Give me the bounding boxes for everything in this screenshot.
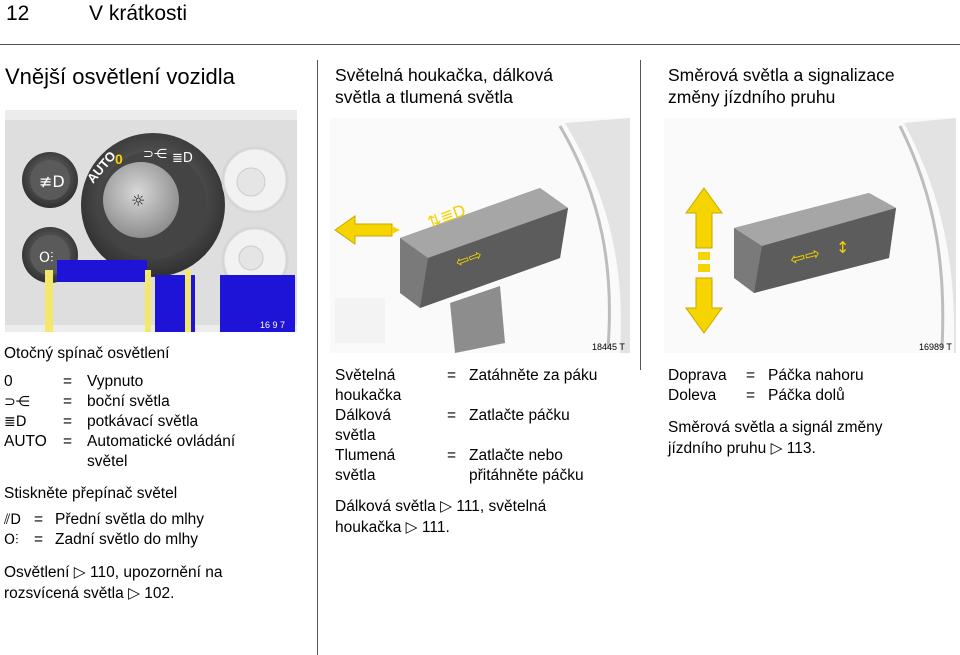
svg-text:☼: ☼ xyxy=(131,191,145,210)
page-ref-icon: ▷ xyxy=(405,518,418,536)
svg-text:16989 T: 16989 T xyxy=(919,342,952,352)
col3-title: Směrová světla a signalizace změny jízdn… xyxy=(668,65,895,107)
page-ref-icon: ▷ xyxy=(73,563,86,581)
headlight-lever-figure: ⇅≣D ⇦⇨ 18445 T xyxy=(330,118,630,353)
svg-text:O⫶: O⫶ xyxy=(39,250,54,266)
light-switch-figure: ≢D O⫶ ☼ AUTO 0 ⊃⋲ ≣D 16 9 7 xyxy=(5,110,297,332)
col2-title: Světelná houkačka, dálková světla a tlum… xyxy=(335,65,553,107)
column-divider-1 xyxy=(317,60,318,655)
svg-text:≣D: ≣D xyxy=(172,151,193,166)
svg-text:↕: ↕ xyxy=(836,238,849,257)
legend-row-auto-cont: světel xyxy=(87,453,128,470)
column-divider-2 xyxy=(640,60,641,370)
col3-reference: Směrová světla a signál změny jízdního p… xyxy=(668,419,883,457)
col2-legend: Světelná houkačka = Zatáhněte za páku Dá… xyxy=(335,367,598,484)
low-beam-icon: ≣D xyxy=(4,414,27,430)
col1-reference: Osvětlení ▷ 110, upozornění na rozsvícen… xyxy=(4,563,223,602)
svg-text:18445 T: 18445 T xyxy=(592,342,625,352)
col1-title: Vnější osvětlení vozidla xyxy=(5,64,235,89)
page-ref-icon: ▷ xyxy=(440,497,453,515)
page-ref-icon: ▷ xyxy=(128,584,140,602)
svg-text:16 9 7: 16 9 7 xyxy=(260,320,285,330)
page-number: 12 xyxy=(6,2,30,25)
off-symbol: 0 xyxy=(4,373,13,390)
svg-text:0: 0 xyxy=(115,151,123,167)
svg-text:⊃⋲: ⊃⋲ xyxy=(143,147,167,162)
rear-fog-icon: O⫶ xyxy=(4,532,19,548)
col2-reference: Dálková světla ▷ 111, světelná houkačka … xyxy=(335,497,547,536)
press-text: Stiskněte přepínač světel xyxy=(4,485,178,502)
sidelight-icon: ⊃⋲ xyxy=(4,394,30,410)
switch-caption: Otočný spínač osvětlení xyxy=(4,345,170,362)
header-rule xyxy=(0,44,960,45)
section-title: V krátkosti xyxy=(89,2,188,25)
turn-signal-lever-figure: ⇦⇨ ↕ 16989 T xyxy=(664,118,956,353)
page-ref-icon: ▷ xyxy=(770,439,783,457)
svg-text:≢D: ≢D xyxy=(39,172,65,191)
front-fog-icon: ⫽D xyxy=(4,512,22,528)
